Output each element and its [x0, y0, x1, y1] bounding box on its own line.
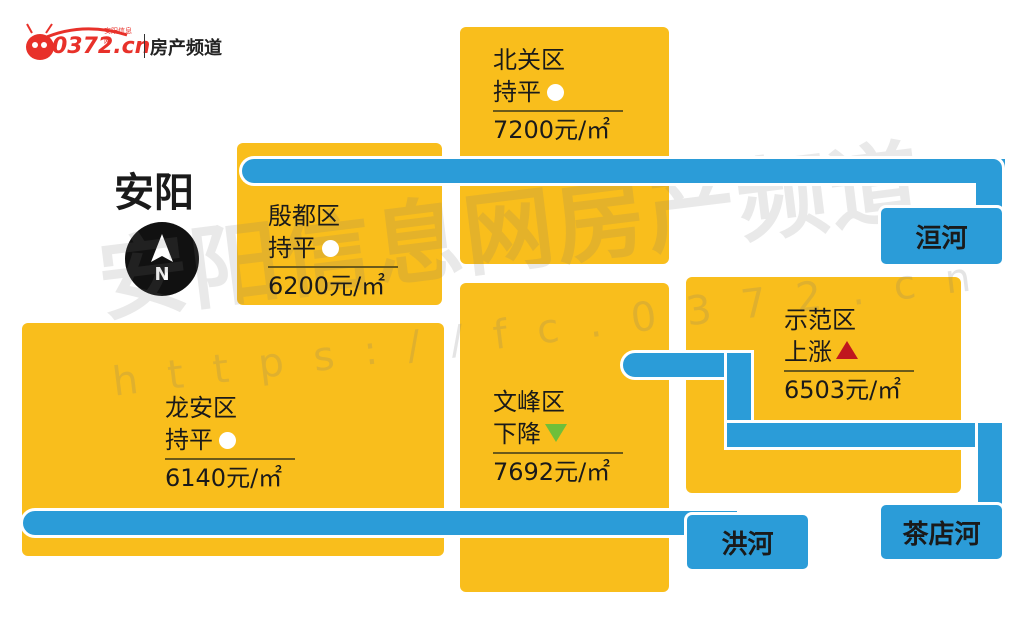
river-label-huan: 洹河 — [878, 205, 1005, 267]
divider — [493, 110, 623, 112]
district-status: 上涨 — [784, 338, 832, 366]
river-label-chadian: 茶店河 — [878, 502, 1005, 562]
river-huan-segment — [239, 156, 1005, 186]
flat-dot-icon — [547, 84, 564, 101]
district-yindu[interactable]: 殷都区 持平 6200元/㎡ — [268, 200, 398, 302]
district-status: 下降 — [493, 420, 541, 448]
down-triangle-icon — [545, 424, 567, 442]
compass-letter: N — [154, 264, 170, 285]
up-triangle-icon — [836, 341, 858, 359]
compass: N — [125, 222, 199, 296]
logo-channel-text: 房产频道 — [150, 38, 222, 59]
district-longan[interactable]: 龙安区 持平 6140元/㎡ — [165, 392, 295, 494]
divider — [268, 266, 398, 268]
flat-dot-icon — [219, 432, 236, 449]
district-status: 持平 — [268, 234, 316, 262]
district-name: 北关区 — [493, 46, 565, 74]
district-name: 文峰区 — [493, 388, 565, 416]
block-beiguan — [460, 27, 669, 264]
district-price: 6503元/㎡ — [784, 376, 902, 404]
river-chadian-segment-3 — [724, 420, 1005, 450]
district-price: 7200元/㎡ — [493, 116, 611, 144]
divider — [493, 452, 623, 454]
district-wenfeng[interactable]: 文峰区 下降 7692元/㎡ — [493, 386, 623, 488]
north-arrow-icon — [151, 234, 173, 262]
district-price: 6200元/㎡ — [268, 272, 386, 300]
logo-mark-icon — [26, 23, 128, 60]
district-shifan[interactable]: 示范区 上涨 6503元/㎡ — [784, 304, 914, 406]
divider — [784, 370, 914, 372]
divider — [165, 458, 295, 460]
river-hong-segment — [20, 508, 740, 538]
city-title: 安阳 — [114, 170, 194, 216]
logo-sub-text: 安阳信息网 — [104, 27, 132, 45]
flat-dot-icon — [322, 240, 339, 257]
logo-divider — [144, 34, 145, 58]
logo-site-text: 0372.cn — [52, 34, 151, 59]
district-price: 7692元/㎡ — [493, 458, 611, 486]
river-label-hong: 洪河 — [684, 512, 811, 572]
district-price: 6140元/㎡ — [165, 464, 283, 492]
district-beiguan[interactable]: 北关区 持平 7200元/㎡ — [493, 44, 623, 146]
district-status: 持平 — [165, 426, 213, 454]
district-status: 持平 — [493, 78, 541, 106]
site-logo[interactable]: 0372.cn 安阳信息网 房产频道 — [22, 20, 222, 68]
district-name: 示范区 — [784, 306, 856, 334]
district-name: 殷都区 — [268, 202, 340, 230]
district-name: 龙安区 — [165, 394, 237, 422]
